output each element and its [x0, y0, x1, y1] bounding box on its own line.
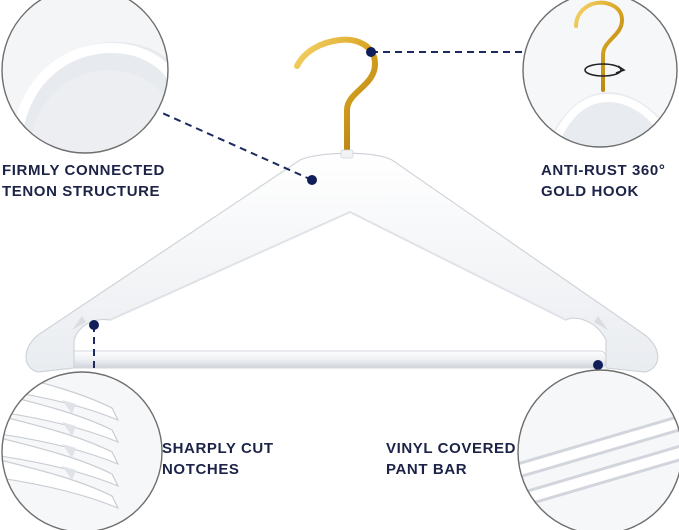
hook-label-line-2: GOLD HOOK [541, 183, 639, 200]
bar-callout-label: VINYL COVERED PANT BAR [386, 438, 516, 480]
gold-hook [294, 36, 379, 158]
stacked-notches-closeup [1, 371, 163, 530]
hook-callout-label: ANTI-RUST 360° GOLD HOOK [541, 160, 665, 202]
dot-hook [366, 47, 376, 57]
dot-bar [593, 360, 603, 370]
rotation-arrow-icon [584, 63, 622, 77]
tenon-label-line-2: TENON STRUCTURE [2, 183, 161, 200]
dot-notches [89, 320, 99, 330]
tenon-callout-label: FIRMLY CONNECTED TENON STRUCTURE [2, 160, 165, 202]
hook-label-line-1: ANTI-RUST 360° [541, 162, 666, 179]
pant-bar [69, 350, 607, 369]
rotating-hook-closeup [522, 0, 678, 148]
callout-dots [89, 47, 603, 370]
hanger-body [25, 152, 659, 373]
bar-label-line-1: VINYL COVERED [386, 440, 517, 457]
tenon-label-line-1: FIRMLY CONNECTED [2, 162, 165, 179]
left-notch [72, 316, 86, 330]
pant-bar-closeup [517, 369, 679, 530]
dot-tenon [307, 175, 317, 185]
notches-callout-label: SHARPLY CUT NOTCHES [162, 438, 274, 480]
tenon-closeup [1, 0, 169, 154]
leader-line-tenon [159, 111, 313, 181]
right-notch [594, 316, 608, 330]
hanger [25, 36, 659, 373]
notches-label-line-2: NOTCHES [162, 461, 240, 478]
bar-label-line-2: PANT BAR [386, 461, 468, 478]
notches-label-line-1: SHARPLY CUT [162, 440, 274, 457]
